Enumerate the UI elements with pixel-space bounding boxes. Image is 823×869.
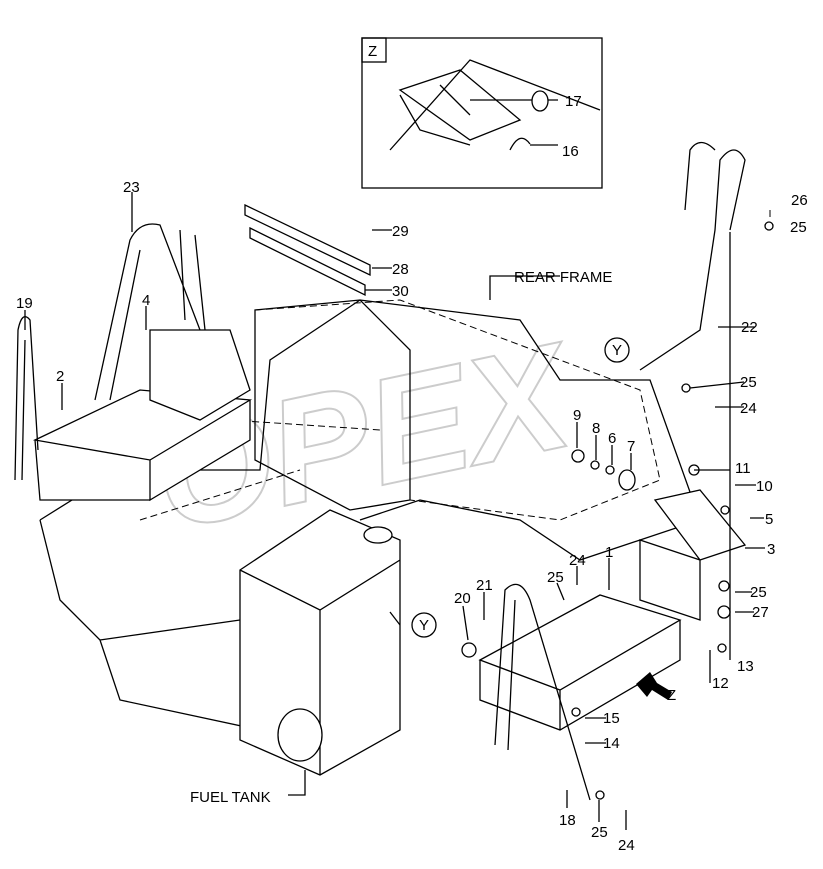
detail-frame [361, 37, 603, 189]
label-rear-frame: REAR FRAME [514, 269, 612, 286]
callout-20: 20 [454, 590, 471, 607]
callout-30: 30 [392, 283, 409, 300]
callout-3: 3 [767, 541, 775, 558]
callout-10: 10 [756, 478, 773, 495]
callout-24: 24 [569, 552, 586, 569]
callout-7: 7 [627, 438, 635, 455]
callout-8: 8 [592, 420, 600, 437]
callout-17: 17 [565, 93, 582, 110]
callout-28: 28 [392, 261, 409, 278]
label-fuel-tank: FUEL TANK [190, 789, 271, 806]
callout-25: 25 [750, 584, 767, 601]
leader-lines [24, 99, 771, 830]
detail-label: Z [368, 43, 377, 60]
callout-21: 21 [476, 577, 493, 594]
callout-22: 22 [741, 319, 758, 336]
callout-25: 25 [591, 824, 608, 841]
callout-29: 29 [392, 223, 409, 240]
callout-2: 2 [56, 368, 64, 385]
callout-9: 9 [573, 407, 581, 424]
callout-25: 25 [740, 374, 757, 391]
callout-25: 25 [790, 219, 807, 236]
callout-18: 18 [559, 812, 576, 829]
callout-11: 11 [735, 460, 751, 477]
callout-6: 6 [608, 430, 616, 447]
view-marker-y: Y [612, 342, 622, 359]
detail-view-z: Z 17 16 [361, 37, 603, 189]
callout-13: 13 [737, 658, 754, 675]
callout-4: 4 [142, 292, 150, 309]
callout-25: 25 [547, 569, 564, 586]
view-marker-y-circle [604, 337, 630, 363]
callout-26: 26 [791, 192, 808, 209]
callout-24: 24 [618, 837, 635, 854]
callout-27: 27 [752, 604, 769, 621]
callout-14: 14 [603, 735, 620, 752]
callout-23: 23 [123, 179, 140, 196]
callout-15: 15 [603, 710, 620, 727]
callouts: 23 26 25 29 28 30 19 4 2 22 25 24 9 8 6 … [16, 179, 808, 854]
callout-12: 12 [712, 675, 729, 692]
callout-1: 1 [605, 544, 613, 561]
callout-24: 24 [740, 400, 757, 417]
view-marker-z: Z [667, 687, 676, 704]
view-arrow-z [636, 672, 672, 700]
view-marker-y: Y [419, 617, 429, 634]
callout-5: 5 [765, 511, 773, 528]
callout-16: 16 [562, 143, 579, 160]
machine-frame [14, 141, 774, 801]
callout-19: 19 [16, 295, 33, 312]
view-marker-y2-circle [411, 612, 437, 638]
